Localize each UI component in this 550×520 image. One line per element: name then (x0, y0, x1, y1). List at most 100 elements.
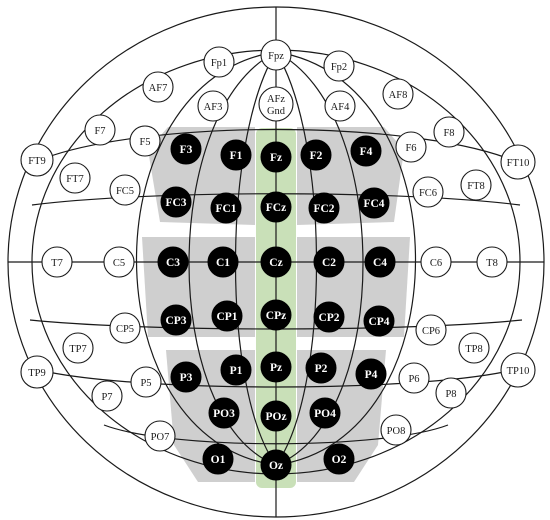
electrode-cz: Cz (260, 246, 292, 278)
electrode-label-fcz: FCz (266, 202, 286, 214)
electrode-fz: Fz (260, 141, 292, 173)
electrode-cp4: CP4 (363, 305, 395, 337)
electrode-label-af7: AF7 (149, 83, 168, 94)
electrode-label-o1: O1 (211, 454, 226, 466)
electrode-label-c6: C6 (430, 258, 442, 269)
electrode-c6: C6 (420, 246, 452, 278)
electrode-label-tp10: TP10 (507, 366, 530, 377)
electrode-label-ft10: FT10 (507, 158, 530, 169)
electrode-p4: P4 (355, 358, 387, 390)
electrode-af4: AF4 (324, 90, 356, 122)
electrode-label-gnd: Gnd (267, 106, 286, 117)
electrode-cp3: CP3 (160, 304, 192, 336)
electrode-label-t7: T7 (51, 258, 63, 269)
electrode-fc6: FC6 (412, 176, 444, 208)
electrode-label-cp1: CP1 (216, 311, 237, 323)
electrode-label-fc4: FC4 (363, 198, 384, 210)
electrode-label-cp5: CP5 (116, 324, 134, 335)
electrode-af8: AF8 (382, 78, 414, 110)
electrode-c1: C1 (207, 246, 239, 278)
electrode-label-f8: F8 (443, 128, 454, 139)
electrode-label-t8: T8 (486, 258, 498, 269)
electrode-p5: P5 (130, 366, 162, 398)
electrode-label-c2: C2 (322, 257, 336, 269)
electrode-fc4: FC4 (358, 187, 390, 219)
electrode-label-p4: P4 (365, 369, 378, 381)
electrode-c5: C5 (103, 246, 135, 278)
electrode-af7: AF7 (142, 71, 174, 103)
electrode-p2: P2 (305, 352, 337, 384)
electrode-label-cp6: CP6 (422, 326, 440, 337)
electrode-ft10: FT10 (500, 144, 536, 180)
electrode-af3: AF3 (197, 90, 229, 122)
electrode-label-cp4: CP4 (368, 316, 389, 328)
electrode-label-c3: C3 (166, 257, 180, 269)
electrode-fc2: FC2 (308, 192, 340, 224)
electrode-tp7: TP7 (62, 332, 94, 364)
electrode-fc1: FC1 (210, 192, 242, 224)
electrode-label-f1: F1 (230, 150, 243, 162)
electrode-f1: F1 (220, 139, 252, 171)
electrode-label-tp7: TP7 (69, 344, 87, 355)
electrode-label-fp2: Fp2 (331, 62, 347, 73)
electrode-label-c5: C5 (113, 258, 125, 269)
electrode-t8: T8 (476, 246, 508, 278)
electrode-label-pz: Pz (270, 362, 282, 374)
electrode-fc5: FC5 (109, 174, 141, 206)
electrode-c3: C3 (157, 246, 189, 278)
electrode-label-cp2: CP2 (318, 312, 339, 324)
electrode-label-cp3: CP3 (165, 315, 186, 327)
electrode-f6: F6 (395, 131, 427, 163)
electrode-label-p6: P6 (408, 374, 419, 385)
electrode-fpz: Fpz (260, 39, 292, 71)
electrode-label-c1: C1 (216, 257, 230, 269)
electrode-label-fc5: FC5 (116, 186, 134, 197)
electrode-o1: O1 (202, 443, 234, 475)
electrode-ft9: FT9 (20, 143, 54, 177)
electrode-po7: PO7 (144, 420, 176, 452)
electrode-label-p2: P2 (315, 363, 328, 375)
left-outer-arc (135, 51, 277, 466)
electrode-label-p3: P3 (180, 372, 193, 384)
electrode-poz: POz (260, 400, 292, 432)
electrode-label-po8: PO8 (387, 426, 406, 437)
electrode-f2: F2 (300, 139, 332, 171)
right-mid-arc (275, 51, 364, 466)
electrode-label-ft8: FT8 (467, 181, 485, 192)
electrode-label-fc3: FC3 (165, 197, 186, 209)
electrode-label-cpz: CPz (266, 310, 286, 322)
electrode-tp10: TP10 (500, 352, 536, 388)
electrode-label-f7: F7 (94, 126, 105, 137)
electrode-po8: PO8 (380, 414, 412, 446)
electrode-label-tp8: TP8 (465, 344, 483, 355)
electrode-po3: PO3 (208, 397, 240, 429)
electrode-p3: P3 (170, 361, 202, 393)
electrode-label-p5: P5 (140, 378, 151, 389)
electrode-label-ft7: FT7 (66, 174, 84, 185)
left-mid-arc (188, 51, 277, 466)
electrode-o2: O2 (323, 443, 355, 475)
electrode-cp1: CP1 (211, 300, 243, 332)
right-outer-arc (275, 51, 417, 466)
electrode-label-fz: Fz (270, 152, 282, 164)
electrode-label-fc1: FC1 (215, 203, 236, 215)
electrode-tp9: TP9 (20, 355, 54, 389)
electrode-label-p7: P7 (101, 392, 112, 403)
electrode-fcz: FCz (260, 191, 292, 223)
electrode-label-f3: F3 (180, 144, 193, 156)
electrode-cp5: CP5 (109, 312, 141, 344)
parieto-occipital-arc (103, 424, 449, 445)
electrode-label-tp9: TP9 (28, 368, 46, 379)
electrode-cp6: CP6 (415, 314, 447, 346)
electrode-label-af4: AF4 (331, 102, 350, 113)
electrode-label-af3: AF3 (204, 102, 223, 113)
electrode-label-oz: Oz (269, 460, 283, 472)
electrode-label-poz: POz (265, 411, 286, 423)
electrode-label-f5: F5 (139, 137, 150, 148)
electrode-f3: F3 (170, 133, 202, 165)
electrode-f5: F5 (129, 125, 161, 157)
electrode-label-fpz: Fpz (268, 51, 284, 62)
